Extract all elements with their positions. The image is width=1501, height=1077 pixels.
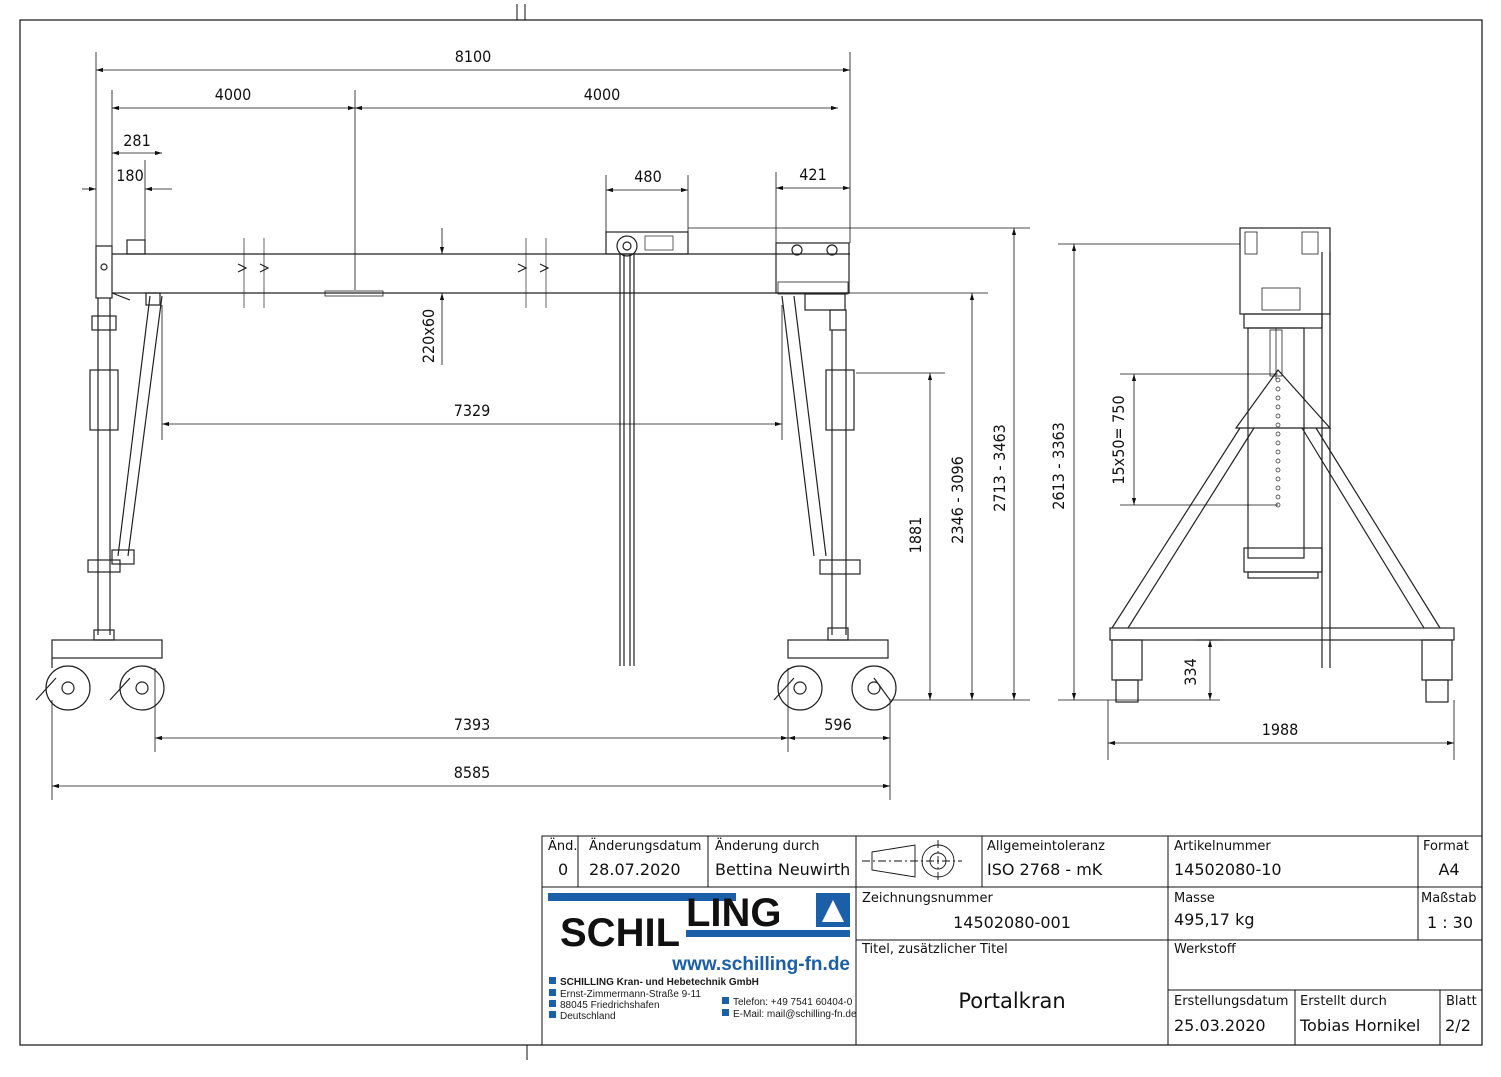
title-label: Titel, zusätzlicher Titel [861, 942, 1008, 957]
mass-label: Masse [1174, 891, 1215, 906]
title-block [541, 835, 1483, 1046]
dim-height-2713-3463: 2713 - 3463 [990, 424, 1009, 512]
dim-281: 281 [123, 131, 150, 150]
front-view-dimensions [51, 52, 1030, 800]
created-by-label: Erstellt durch [1300, 994, 1387, 1009]
dim-height-2346-3096: 2346 - 3096 [948, 456, 967, 544]
front-view-dimension-labels: 8100 4000 4000 281 180 480 421 220x60 73… [116, 47, 1009, 782]
dim-side-width: 1988 [1262, 720, 1299, 739]
dim-trolley-width: 480 [634, 167, 661, 186]
dim-wheel-right: 596 [824, 715, 851, 734]
front-view-gantry [35, 231, 897, 711]
side-view-dimension-labels: 2613 - 3363 15x50= 750 334 1988 [1049, 395, 1298, 739]
changed-by-label: Änderung durch [715, 838, 820, 854]
sheet-label: Blatt [1446, 994, 1477, 1009]
company-block: SCHIL LING www.schilling-fn.de SCHILLING… [548, 891, 857, 1022]
company-country: Deutschland [560, 1011, 616, 1022]
side-view-dimensions [1058, 243, 1455, 760]
logo-left: SCHIL [560, 911, 680, 955]
logo-bar-bottom [686, 930, 850, 937]
dim-wheel-base: 7393 [454, 715, 491, 734]
logo-right: LING [686, 891, 782, 935]
rev-label: Änd. [548, 838, 578, 854]
change-date-label: Änderungsdatum [589, 838, 701, 854]
logo-triangle-icon [816, 893, 850, 927]
article: 14502080-10 [1174, 860, 1282, 879]
material-label: Werkstoff [1174, 942, 1237, 957]
projection-symbol-icon [862, 840, 962, 882]
dim-top-overall: 8100 [455, 47, 492, 66]
dim-half-right: 4000 [584, 85, 621, 104]
scale: 1 : 30 [1427, 913, 1473, 932]
dim-inner-span: 7329 [454, 401, 491, 420]
scale-label: Maßstab [1421, 891, 1476, 906]
company-website[interactable]: www.schilling-fn.de [671, 954, 850, 975]
change-date: 28.07.2020 [589, 860, 681, 879]
dim-side-334: 334 [1181, 658, 1200, 685]
created-date-label: Erstellungsdatum [1174, 994, 1288, 1009]
company-city: 88045 Friedrichshafen [560, 1000, 660, 1011]
drawing-no: 14502080-001 [953, 913, 1071, 932]
address-bullets [549, 977, 729, 1018]
created-date: 25.03.2020 [1174, 1016, 1266, 1035]
tolerance: ISO 2768 - mK [987, 860, 1103, 879]
drawing-no-label: Zeichnungsnummer [862, 891, 993, 906]
tolerance-label: Allgemeintoleranz [987, 839, 1105, 854]
dim-end-width: 421 [799, 165, 826, 184]
side-view-hole-pattern [1275, 377, 1281, 508]
format-label: Format [1423, 839, 1469, 854]
title-block-text: Änd. 0 Änderungsdatum 28.07.2020 Änderun… [548, 838, 1477, 1035]
company-name: SCHILLING Kran- und Hebetechnik GmbH [560, 977, 759, 988]
dim-180: 180 [116, 166, 143, 185]
drawing-title: Portalkran [958, 989, 1065, 1013]
dim-half-left: 4000 [215, 85, 252, 104]
company-email[interactable]: E-Mail: mail@schilling-fn.de [733, 1009, 857, 1020]
company-street: Ernst-Zimmermann-Straße 9-11 [560, 989, 701, 1000]
company-phone: Telefon: +49 7541 60404-0 [733, 997, 853, 1008]
dim-beam-profile: 220x60 [419, 309, 438, 363]
dim-side-height: 2613 - 3363 [1049, 422, 1068, 510]
created-by: Tobias Hornikel [1299, 1016, 1420, 1035]
side-view-gantry [1109, 227, 1455, 703]
sheet: 2/2 [1445, 1016, 1471, 1035]
dim-bottom-overall: 8585 [454, 763, 491, 782]
dim-height-1881: 1881 [906, 517, 925, 554]
dim-side-holes: 15x50= 750 [1109, 395, 1128, 484]
logo-bar-top [548, 893, 736, 901]
article-label: Artikelnummer [1174, 839, 1271, 854]
changed-by: Bettina Neuwirth [715, 860, 850, 879]
format: A4 [1438, 860, 1459, 879]
rev-value: 0 [558, 860, 568, 879]
mass: 495,17 kg [1174, 910, 1255, 929]
